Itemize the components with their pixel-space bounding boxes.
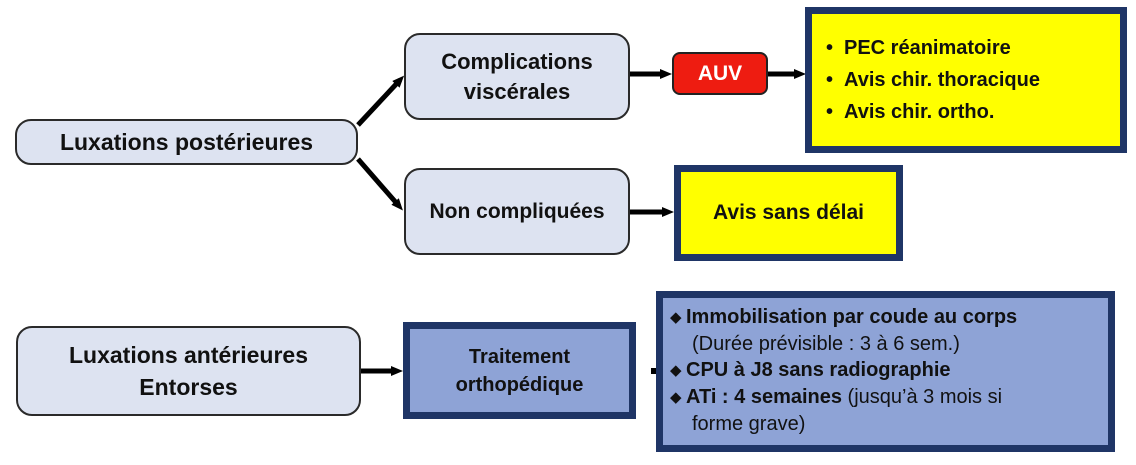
entorses-label: Entorses [139, 374, 238, 400]
details-line-cpu: ◆CPU à J8 sans radiographie [670, 357, 1108, 384]
treatment-details-node: ◆Immobilisation par coude au corps (Duré… [656, 291, 1115, 452]
cpu-text: CPU à J8 sans radiographie [686, 359, 951, 381]
duree-text: (Durée prévisible : 3 à 6 sem.) [692, 333, 960, 355]
avis-sans-delai-node: Avis sans délai [674, 165, 903, 261]
traitement-label-line1: Traitement [468, 345, 571, 368]
luxations-posterieures-node: Luxations postérieures [15, 119, 358, 165]
pec-actions-node: PEC réanimatoire Avis chir. thoracique A… [805, 7, 1127, 153]
diamond-bullet-icon: ◆ [670, 362, 682, 379]
auv-label: AUV [697, 61, 743, 85]
complications-label-line1: Complications [441, 48, 593, 74]
arrow-lp-to-cv [356, 75, 405, 127]
details-line-ati: ◆ATi : 4 semaines (jusqu’à 3 mois si [670, 384, 1108, 411]
details-line-duree: (Durée prévisible : 3 à 6 sem.) [670, 331, 1108, 357]
diamond-bullet-icon: ◆ [670, 389, 682, 406]
details-line-forme-grave: forme grave) [670, 411, 1108, 437]
details-line-immobilisation: ◆Immobilisation par coude au corps [670, 304, 1108, 331]
ati-normal-text: (jusqu’à 3 mois si [842, 386, 1003, 408]
complications-label-line2: viscérales [463, 78, 571, 104]
traitement-label-line2: orthopédique [455, 373, 584, 396]
traitement-orthopedique-node: Traitement orthopédique [403, 322, 636, 419]
non-compliquees-node: Non compliquées [404, 168, 630, 255]
luxations-posterieures-label: Luxations postérieures [59, 128, 314, 155]
arrow-lp-to-nc [356, 157, 403, 211]
pec-item-thoracique: Avis chir. thoracique [826, 64, 1040, 96]
pec-item-ortho: Avis chir. ortho. [826, 96, 1040, 128]
diamond-bullet-icon: ◆ [670, 309, 682, 326]
pec-item-reanimatoire: PEC réanimatoire [826, 32, 1040, 64]
immobilisation-text: Immobilisation par coude au corps [686, 306, 1018, 328]
auv-node: AUV [672, 52, 768, 95]
pec-actions-list: PEC réanimatoire Avis chir. thoracique A… [812, 32, 1040, 128]
ati-bold-text: ATi : 4 semaines [686, 386, 842, 408]
luxations-anterieures-node: Luxations antérieures Entorses [16, 326, 361, 416]
non-compliquees-label: Non compliquées [429, 199, 605, 223]
forme-grave-text: forme grave) [692, 413, 806, 435]
luxations-anterieures-label: Luxations antérieures [68, 342, 309, 368]
avis-sans-delai-label: Avis sans délai [713, 201, 864, 224]
complications-viscerales-node: Complications viscérales [404, 33, 630, 120]
